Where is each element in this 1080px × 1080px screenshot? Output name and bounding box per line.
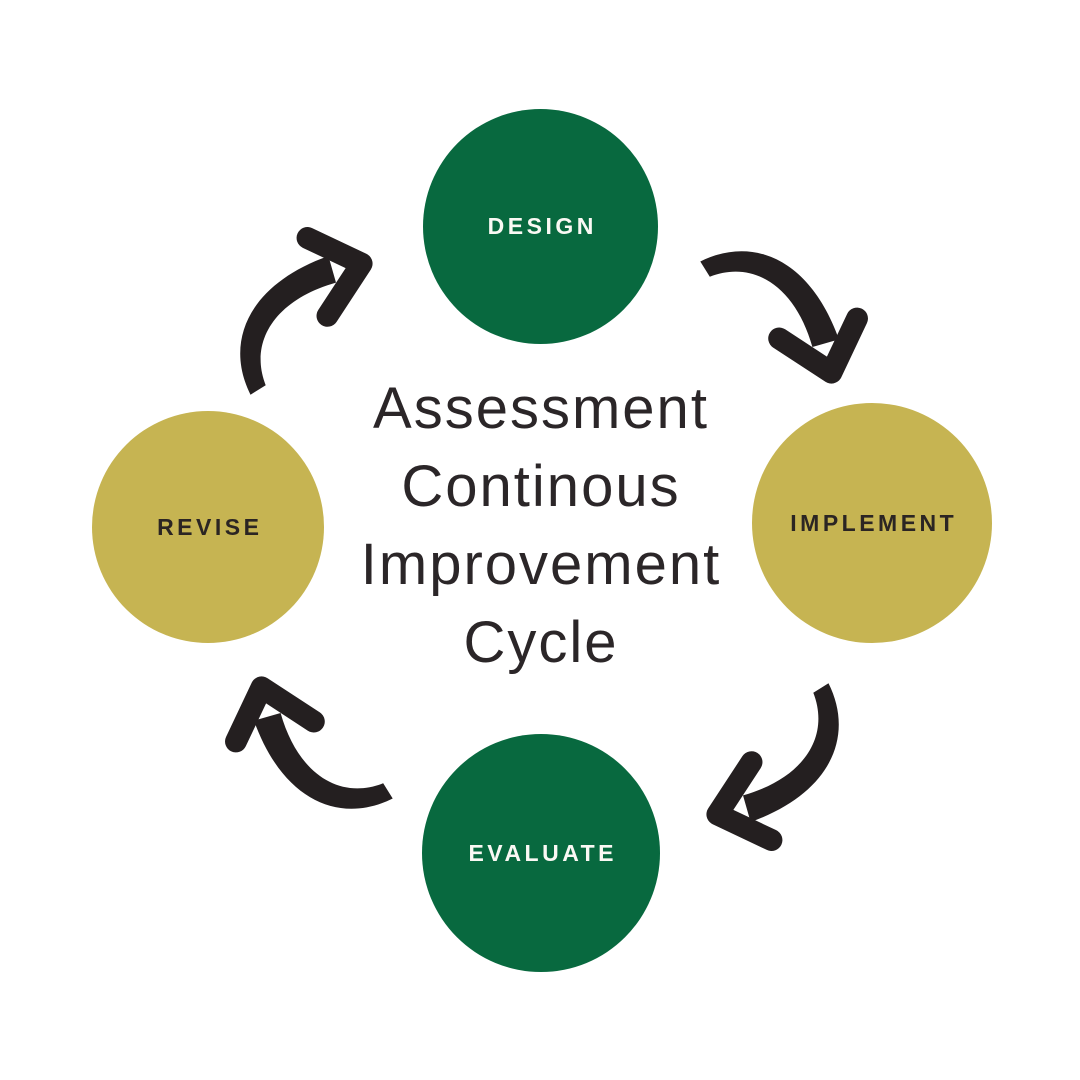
node-design-label: DESIGN <box>487 213 597 239</box>
node-evaluate-circle: EVALUATE <box>422 734 660 972</box>
title-line-3: Improvement <box>360 532 722 597</box>
curved-arrow-design-to-implement-icon <box>687 233 877 423</box>
title-line-1: Assessment <box>373 376 709 441</box>
node-revise-label: REVISE <box>157 513 263 540</box>
diagram-title: Assessment Continous Improvement Cycle <box>241 370 841 682</box>
curved-arrow-evaluate-to-revise-icon <box>216 637 406 827</box>
title-line-4: Cycle <box>463 610 619 675</box>
node-design-circle: DESIGN <box>423 109 658 344</box>
curved-arrow-implement-to-evaluate-icon <box>667 670 857 860</box>
node-implement-label: IMPLEMENT <box>790 509 958 536</box>
node-evaluate-label: EVALUATE <box>468 839 618 866</box>
curved-arrow-revise-to-design-icon <box>222 218 412 408</box>
node-implement-circle: IMPLEMENT <box>752 403 992 643</box>
title-line-2: Continous <box>401 454 681 519</box>
node-revise-circle: REVISE <box>92 411 324 643</box>
